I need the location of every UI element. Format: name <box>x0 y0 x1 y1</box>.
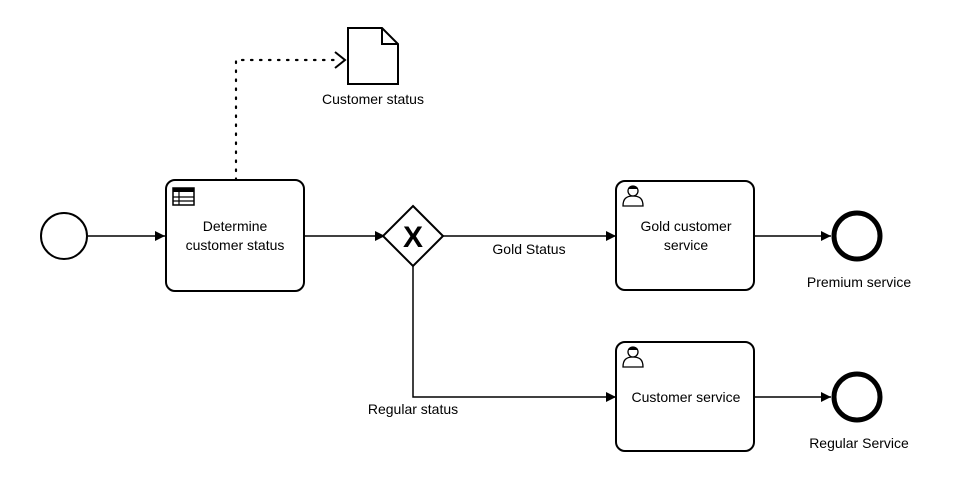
end-event-label-premium: Premium service <box>807 274 911 290</box>
business-rule-icon <box>172 187 195 206</box>
data-association-arrowhead <box>334 51 347 69</box>
gateway-x-icon: X <box>403 221 423 254</box>
task-label-line2: service <box>664 237 709 253</box>
sequence-flow-regular-status[interactable] <box>412 266 616 402</box>
user-icon <box>622 346 644 368</box>
data-object-label: Customer status <box>322 91 424 107</box>
task-label-line1: Determine <box>203 218 268 234</box>
task-label-line2: customer status <box>186 237 285 253</box>
flow-label-regular-status: Regular status <box>368 401 458 417</box>
user-icon <box>622 185 644 207</box>
data-object-customer-status[interactable] <box>347 27 399 85</box>
flow-label-gold-status: Gold Status <box>492 241 565 257</box>
exclusive-gateway[interactable]: X <box>381 204 445 268</box>
data-object-icon <box>347 27 399 85</box>
end-event-regular[interactable] <box>831 371 883 423</box>
data-association[interactable] <box>234 58 340 182</box>
task-determine-customer-status[interactable]: Determine customer status <box>165 179 305 292</box>
task-customer-service[interactable]: Customer service <box>615 341 755 452</box>
end-event-label-regular: Regular Service <box>809 435 909 451</box>
end-event-premium[interactable] <box>831 210 883 262</box>
start-event[interactable] <box>40 212 88 260</box>
data-object-fold <box>381 28 398 45</box>
task-label-line1: Gold customer <box>640 218 731 234</box>
task-label: Customer service <box>632 389 741 405</box>
task-gold-customer-service[interactable]: Gold customer service <box>615 180 755 291</box>
